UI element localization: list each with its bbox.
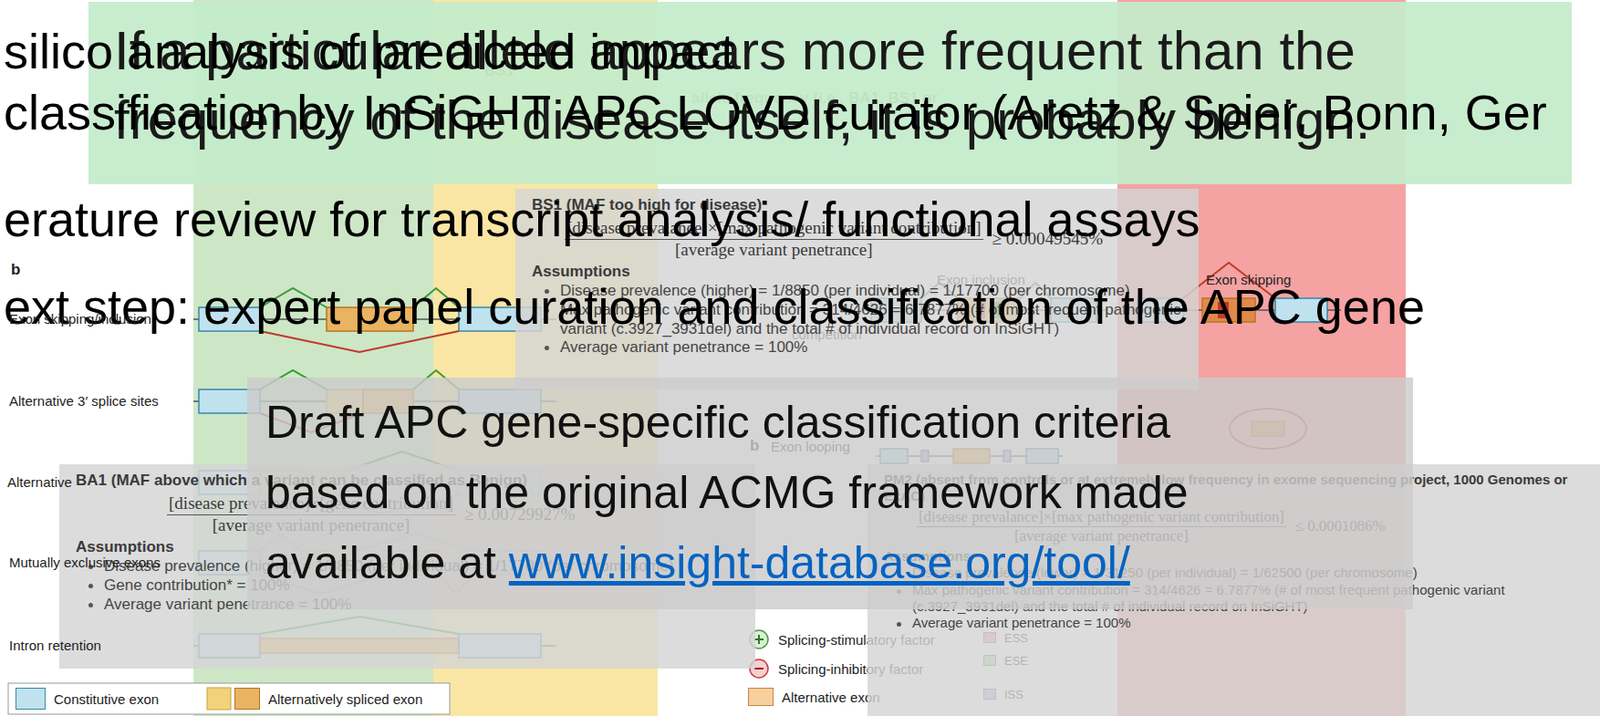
legend-swatch	[748, 687, 774, 707]
notice-text: Draft APC gene-specific classification c…	[265, 387, 1278, 599]
splice-type-label: Alternative	[7, 474, 73, 491]
panel-letter: b	[10, 261, 21, 279]
slide-text-line: erature review for transcript analysis/ …	[3, 190, 1201, 248]
legend-entry: Alternative exon	[748, 685, 881, 708]
web-link: www.insight-database.org/tool/	[509, 537, 1131, 589]
legend-text: Alternative exon	[781, 689, 881, 706]
notice-box: Draft APC gene-specific classification c…	[247, 377, 1413, 610]
assumption-text: Average variant penetrance = 100%	[912, 614, 1131, 632]
legend-text: Constitutive exon	[53, 691, 159, 707]
splice-type-label: Exon skipping/inclusion	[9, 311, 152, 328]
slide-text-line: ext step: expert panel curation and clas…	[3, 278, 1425, 335]
legend-swatch	[15, 687, 46, 710]
legend-swatch	[234, 687, 260, 710]
bullet-dot	[88, 583, 94, 589]
legend-entry: Alternatively spliced exon	[234, 687, 423, 710]
assumption-text: Average variant penetrance = 100%	[560, 338, 808, 358]
legend-text: Alternatively spliced exon	[268, 691, 423, 707]
legend-entry: Constitutive exon	[15, 687, 159, 710]
skipping-splice	[259, 331, 459, 353]
slide-text-line: silico analysis of predicted impact	[3, 22, 735, 80]
bullet-dot	[896, 622, 902, 627]
legend-frame	[8, 683, 450, 715]
symbol-bar	[758, 634, 760, 645]
bullet-dot	[88, 602, 94, 608]
bullet-dot	[544, 345, 550, 351]
splice-type-label: Alternative 3′ splice sites	[9, 393, 159, 410]
splice-type-label: Intron retention	[9, 637, 102, 655]
slide-text-line: classification by InSiGHT APC LOVD curat…	[3, 83, 1548, 141]
legend-swatch-extra	[207, 687, 231, 710]
splice-type-label: Mutually exclusive exons	[9, 554, 161, 572]
symbol-bar	[754, 667, 764, 670]
